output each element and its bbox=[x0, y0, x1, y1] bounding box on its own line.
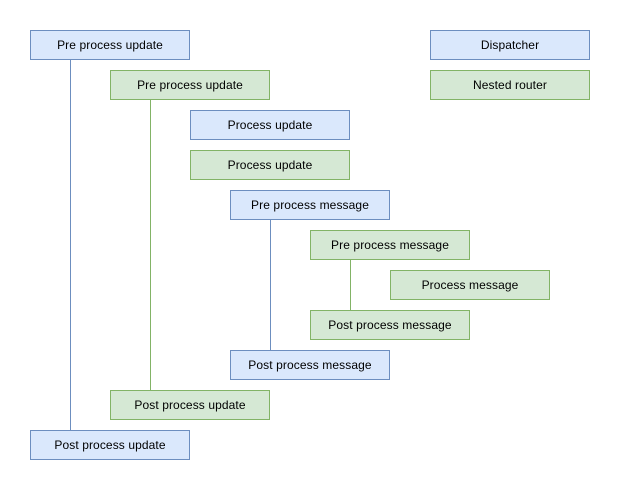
node-pre-process-message-dispatcher[interactable]: Pre process message bbox=[230, 190, 390, 220]
connector-line bbox=[270, 220, 271, 350]
node-process-update-dispatcher[interactable]: Process update bbox=[190, 110, 350, 140]
connector-line bbox=[150, 100, 151, 390]
node-pre-process-update-router[interactable]: Pre process update bbox=[110, 70, 270, 100]
connector-line bbox=[350, 260, 351, 310]
node-post-process-message-router[interactable]: Post process message bbox=[310, 310, 470, 340]
node-post-process-update-router[interactable]: Post process update bbox=[110, 390, 270, 420]
node-process-message-router[interactable]: Process message bbox=[390, 270, 550, 300]
node-process-update-router[interactable]: Process update bbox=[190, 150, 350, 180]
node-post-process-message-dispatcher[interactable]: Post process message bbox=[230, 350, 390, 380]
legend-dispatcher[interactable]: Dispatcher bbox=[430, 30, 590, 60]
node-pre-process-update-dispatcher[interactable]: Pre process update bbox=[30, 30, 190, 60]
connector-line bbox=[70, 60, 71, 430]
node-post-process-update-dispatcher[interactable]: Post process update bbox=[30, 430, 190, 460]
node-pre-process-message-router[interactable]: Pre process message bbox=[310, 230, 470, 260]
legend-nested-router[interactable]: Nested router bbox=[430, 70, 590, 100]
